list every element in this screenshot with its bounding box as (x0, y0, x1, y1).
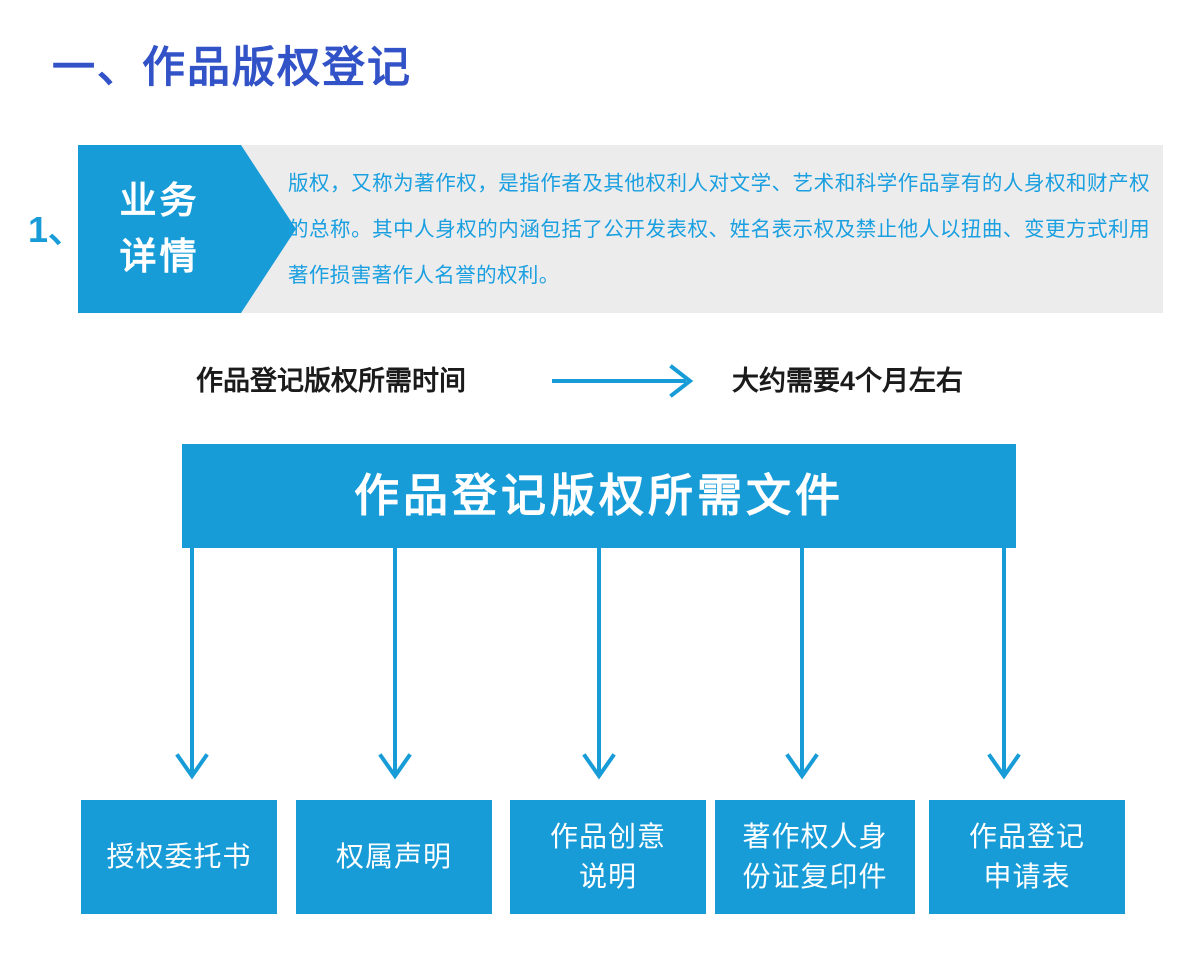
page-title: 一、作品版权登记 (52, 44, 412, 92)
document-box-authorization-letter[interactable]: 授权委托书 (81, 800, 277, 914)
connector-arrows (0, 540, 1200, 802)
business-detail-banner: 业务 详情 版权，又称为著作权，是指作者及其他权利人对文学、艺术和科学作品享有的… (78, 145, 1163, 313)
banner-tag-line2: 详情 (119, 236, 200, 277)
document-box-label: 著作权人身份证复印件 (742, 821, 888, 892)
item-index-label: 1、 (28, 209, 85, 250)
duration-label: 作品登记版权所需时间 (196, 366, 466, 396)
document-box-registration-form[interactable]: 作品登记申请表 (929, 800, 1125, 914)
document-box-ownership-statement[interactable]: 权属声明 (296, 800, 492, 914)
document-box-label: 作品创意说明 (549, 821, 666, 892)
right-arrow-icon (550, 364, 696, 398)
banner-tag-line1: 业务 (119, 180, 200, 221)
document-box-creative-description[interactable]: 作品创意说明 (510, 800, 706, 914)
banner-tag-text: 业务 详情 (78, 173, 241, 285)
documents-header-title: 作品登记版权所需文件 (353, 470, 844, 521)
documents-list: 授权委托书 权属声明 作品创意说明 著作权人身份证复印件 作品登记申请表 (81, 800, 1129, 914)
business-detail-paragraph: 版权，又称为著作权，是指作者及其他权利人对文学、艺术和科学作品享有的人身权和财产… (288, 172, 1150, 287)
documents-header-box: 作品登记版权所需文件 (182, 444, 1016, 548)
duration-value: 大约需要4个月左右 (732, 366, 964, 396)
document-box-id-copy[interactable]: 著作权人身份证复印件 (715, 800, 915, 914)
duration-row: 作品登记版权所需时间 大约需要4个月左右 (0, 362, 1200, 402)
document-box-label: 授权委托书 (106, 841, 252, 872)
document-box-label: 权属声明 (335, 841, 452, 872)
document-box-label: 作品登记申请表 (968, 821, 1085, 892)
